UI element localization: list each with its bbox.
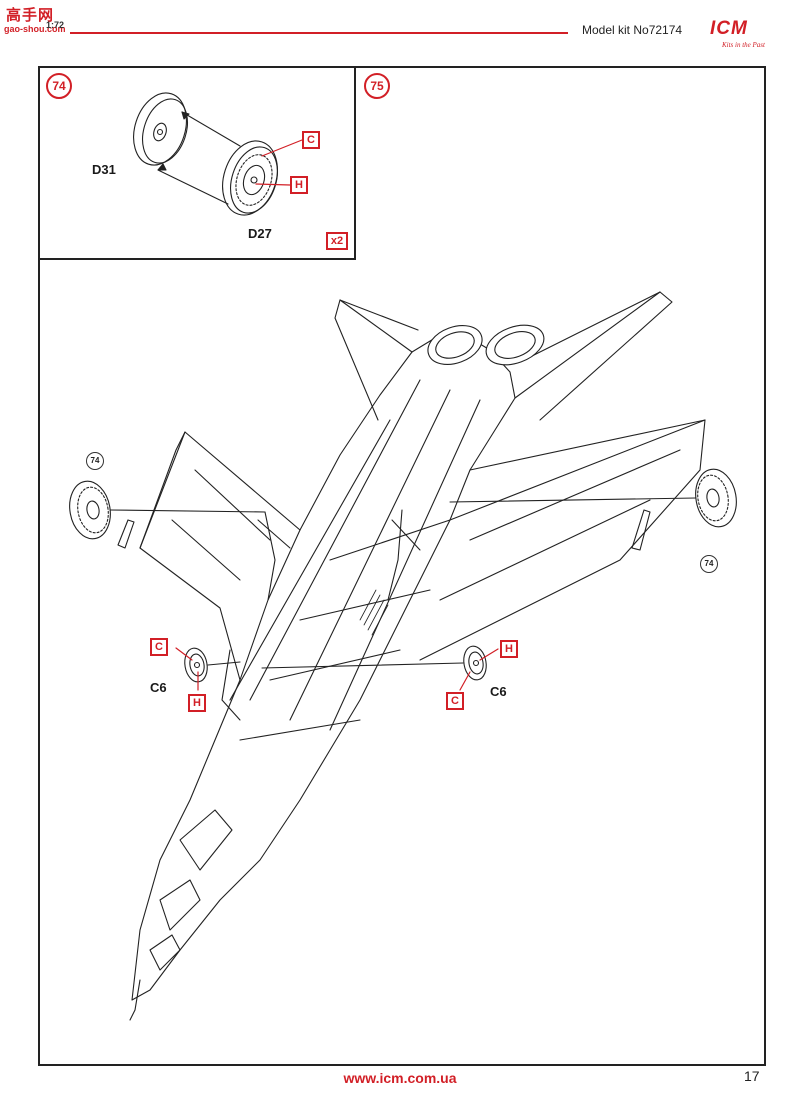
watermark-domain: gao-shou.com [4,24,66,34]
color-code-c: C [302,131,320,149]
watermark-number: 1:72 [46,20,65,30]
color-code-h: H [290,176,308,194]
model-kit-number: Model kit No72174 [582,23,683,37]
wheel-half-d31 [133,92,188,166]
step-75-frame [38,66,766,1066]
step-74-badge: 74 [46,73,72,99]
main-wheel-right [695,468,737,528]
brand-tagline: Kits in the Past [722,41,765,49]
part-label-c6-right: C6 [490,684,507,699]
header-rule [70,32,568,34]
color-code-h-right: H [500,640,518,658]
step-ref-74-left: 74 [86,452,104,470]
wheel-half-d27 [222,140,278,216]
quantity-badge: x2 [326,232,348,250]
nose-wheel-right [463,645,487,681]
step-75-badge: 75 [364,73,390,99]
footer-url: www.icm.com.ua [343,1070,457,1086]
color-code-c-right: C [446,692,464,710]
main-wheel-left [69,480,111,540]
color-code-c-left: C [150,638,168,656]
part-label-d31: D31 [92,162,116,177]
step-ref-74-right: 74 [700,555,718,573]
page-number: 17 [744,1068,760,1084]
nose-wheel-left [184,647,208,683]
part-label-d27: D27 [248,226,272,241]
brand-logo: ICM [710,18,748,39]
color-code-h-left: H [188,694,206,712]
step-74-frame [38,66,356,260]
part-label-c6-left: C6 [150,680,167,695]
watermark-logo: 高手网 [6,6,55,24]
